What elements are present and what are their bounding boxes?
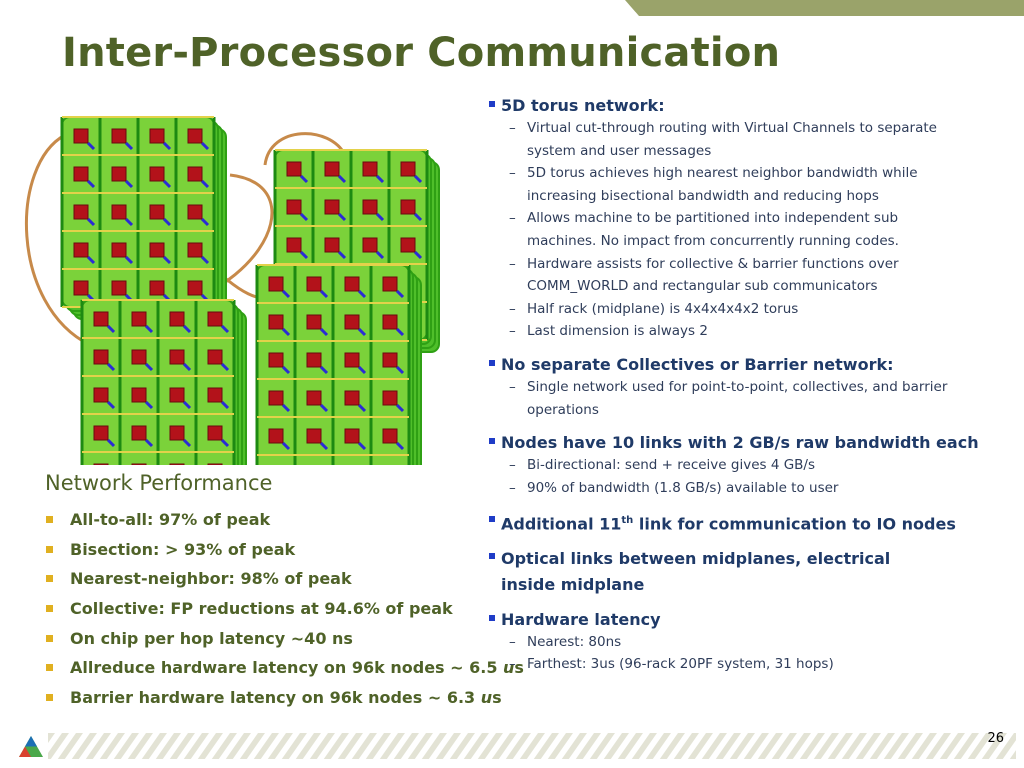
- node-block: [255, 264, 422, 465]
- footer-stripes: [48, 733, 1016, 759]
- perf-item: Collective: FP reductions at 94.6% of pe…: [45, 599, 485, 629]
- dash-bullet-icon: –: [509, 457, 516, 474]
- argonne-logo-icon: [19, 736, 43, 757]
- dash-bullet-icon: –: [509, 378, 516, 395]
- square-bullet-icon: [46, 545, 53, 553]
- page-number: 26: [987, 731, 1004, 746]
- sub-item: –90% of bandwidth (1.8 GB/s) available t…: [508, 477, 959, 500]
- square-bullet-icon: [46, 575, 53, 583]
- header-band: [625, 0, 1024, 16]
- square-bullet-icon: [489, 438, 495, 445]
- network-performance-heading: Network Performance: [45, 471, 273, 495]
- perf-item: All-to-all: 97% of peak: [45, 510, 485, 540]
- sub-item: –Farthest: 3us (96-rack 20PF system, 31 …: [508, 653, 1018, 676]
- sub-item: –Virtual cut-through routing with Virtua…: [508, 117, 959, 162]
- sub-item: –Nearest: 80ns: [508, 631, 1018, 654]
- sub-item: –Half rack (midplane) is 4x4x4x4x2 torus: [508, 298, 959, 321]
- dash-bullet-icon: –: [509, 323, 516, 340]
- sub-item: –Single network used for point-to-point,…: [508, 376, 959, 421]
- cable-loop-top: [263, 132, 347, 166]
- square-bullet-icon: [489, 101, 495, 107]
- section-hardware-latency: Hardware latency –Nearest: 80ns –Farthes…: [488, 608, 1018, 676]
- dash-bullet-icon: –: [509, 656, 516, 673]
- dash-bullet-icon: –: [509, 479, 516, 496]
- square-bullet-icon: [489, 614, 495, 621]
- section-optical-links: Optical links between midplanes, electri…: [488, 546, 1018, 598]
- torus-cubes-graphic: [24, 116, 440, 465]
- square-bullet-icon: [46, 664, 53, 672]
- dash-bullet-icon: –: [509, 210, 516, 227]
- cable-loop-left: [24, 133, 91, 347]
- sub-item: –Bi-directional: send + receive gives 4 …: [508, 454, 959, 477]
- section-node-links: Nodes have 10 links with 2 GB/s raw band…: [488, 431, 1018, 499]
- sub-item: –Last dimension is always 2: [508, 320, 959, 343]
- square-bullet-icon: [46, 605, 53, 613]
- square-bullet-icon: [46, 516, 53, 523]
- perf-item: Nearest-neighbor: 98% of peak: [45, 569, 485, 599]
- sub-item: –Allows machine to be partitioned into i…: [508, 207, 959, 252]
- node-block: [60, 116, 227, 320]
- torus-illustration: [0, 95, 480, 465]
- dash-bullet-icon: –: [509, 120, 516, 136]
- dash-bullet-icon: –: [509, 165, 516, 182]
- dash-bullet-icon: –: [509, 633, 516, 650]
- square-bullet-icon: [46, 634, 53, 642]
- square-bullet-icon: [489, 516, 495, 523]
- sub-item: –5D torus achieves high nearest neighbor…: [508, 162, 959, 207]
- square-bullet-icon: [489, 359, 495, 366]
- square-bullet-icon: [46, 694, 53, 702]
- square-bullet-icon: [489, 552, 495, 559]
- perf-item: Barrier hardware latency on 96k nodes ~ …: [45, 688, 502, 718]
- perf-item: On chip per hop latency ~40 ns: [45, 629, 485, 659]
- perf-item: Allreduce hardware latency on 96k nodes …: [45, 658, 524, 688]
- node-block: [80, 299, 247, 465]
- features-panel: 5D torus network: –Virtual cut-through r…: [488, 94, 1018, 676]
- network-performance-list: All-to-all: 97% of peak Bisection: > 93%…: [45, 510, 524, 718]
- dash-bullet-icon: –: [509, 255, 516, 272]
- section-additional-link: Additional 11th link for communication t…: [488, 509, 1018, 535]
- perf-item: Bisection: > 93% of peak: [45, 540, 485, 570]
- sub-item: –Hardware assists for collective & barri…: [508, 253, 959, 298]
- dash-bullet-icon: –: [509, 300, 516, 317]
- section-torus: 5D torus network: –Virtual cut-through r…: [488, 94, 1018, 343]
- section-no-separate-network: No separate Collectives or Barrier netwo…: [488, 353, 1018, 421]
- slide-title: Inter-Processor Communication: [62, 30, 781, 76]
